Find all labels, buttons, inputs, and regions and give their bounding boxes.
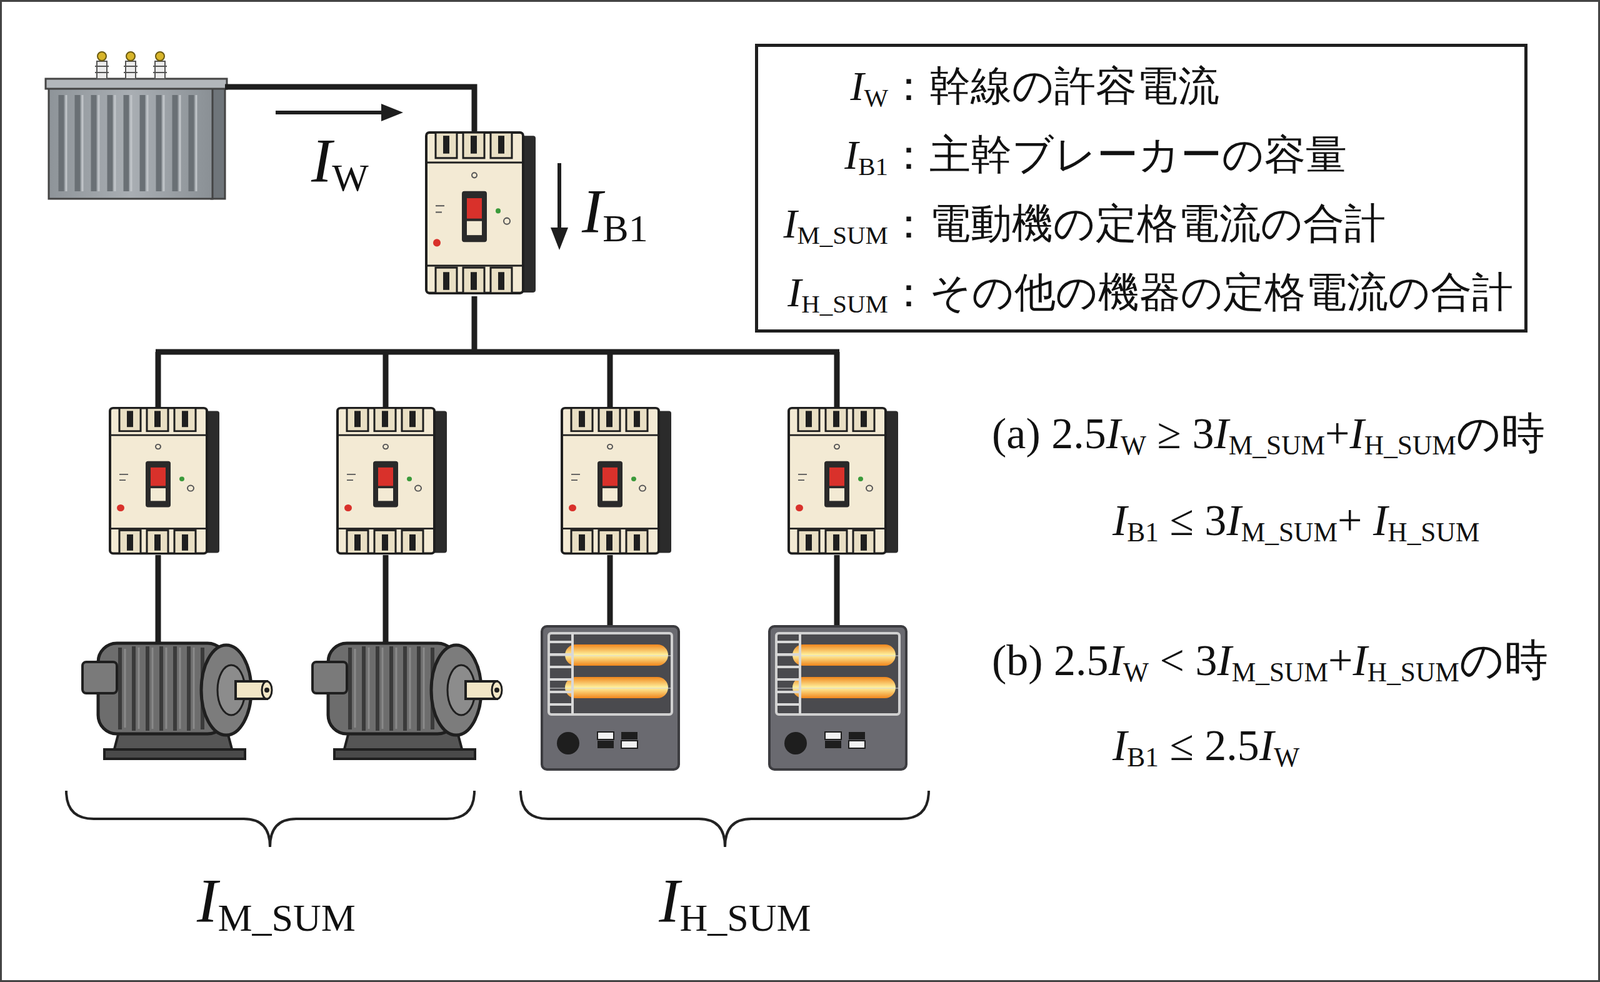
math-symbol: I <box>783 200 798 247</box>
math-subscript: W <box>1273 741 1300 772</box>
branch-wire <box>607 351 614 408</box>
definition-text: ：その他の機器の定格電流の合計 <box>888 268 1514 317</box>
math-symbol: I <box>311 125 332 195</box>
math-symbol: I <box>658 865 680 935</box>
condition-formula: IB1 ≤ 3IM_SUM+ IH_SUM <box>1112 498 1480 543</box>
heater <box>541 626 679 770</box>
bus-wire <box>155 349 840 355</box>
math-symbol: I <box>787 269 802 315</box>
motor <box>82 643 272 759</box>
definition-line: IH_SUM：その他の機器の定格電流の合計 <box>775 260 1525 330</box>
math-subscript: H_SUM <box>1367 656 1460 687</box>
definition-line: IW：幹線の許容電流 <box>775 54 1525 124</box>
symbol-term: IH_SUM <box>775 260 889 330</box>
wiring <box>155 86 840 645</box>
motor <box>312 643 502 759</box>
math-symbol: I <box>196 865 218 935</box>
branch-breaker <box>561 408 672 554</box>
symbol-term: IB1 <box>775 123 889 192</box>
math-subscript: B1 <box>602 206 648 250</box>
math-subscript: H_SUM <box>680 896 812 939</box>
math-symbol: I <box>1373 496 1388 545</box>
feeder-wire <box>225 86 475 133</box>
math-subscript: B1 <box>1126 516 1159 547</box>
math-subscript: M_SUM <box>1231 656 1329 687</box>
branch-wire <box>155 351 162 408</box>
math-subscript: W <box>1123 656 1149 687</box>
math-subscript: W <box>1120 430 1147 460</box>
math-symbol: I <box>1106 409 1121 458</box>
math-symbol: I <box>1108 636 1124 685</box>
math-subscript: W <box>863 83 889 112</box>
math-symbol: I <box>1112 721 1127 770</box>
definition-text: ：幹線の許容電流 <box>888 61 1220 110</box>
math-symbol: I <box>1226 496 1241 545</box>
math-symbol: I <box>1259 721 1274 770</box>
transformer <box>45 51 227 199</box>
definition-line: IM_SUM：電動機の定格電流の合計 <box>775 191 1525 261</box>
group-bracket <box>66 790 475 847</box>
current-symbol: IB1 <box>581 180 649 243</box>
math-symbol: I <box>1353 636 1368 685</box>
definition-text: ：主幹ブレーカーの容量 <box>888 130 1347 179</box>
condition-formula: (a) 2.5IW ≥ 3IM_SUM+IH_SUMの時 <box>991 411 1545 456</box>
math-subscript: M_SUM <box>1241 516 1338 547</box>
condition-formula: IB1 ≤ 2.5IW <box>1112 723 1300 768</box>
symbol-term: IM_SUM <box>775 191 889 261</box>
math-symbol: I <box>850 63 864 109</box>
math-subscript: B1 <box>1126 741 1159 772</box>
feeder-wire <box>471 296 478 352</box>
current-symbol: IH_SUM <box>603 869 867 932</box>
current-symbol: IW <box>311 129 369 192</box>
math-subscript: M_SUM <box>1228 430 1325 460</box>
condition-formula: (b) 2.5IW < 3IM_SUM+IH_SUMの時 <box>991 638 1549 683</box>
math-symbol: I <box>1350 409 1365 458</box>
math-symbol: I <box>844 131 859 178</box>
branch-breaker <box>788 408 899 554</box>
math-subscript: M_SUM <box>797 221 889 250</box>
branch-wire <box>834 351 840 408</box>
definition-box: IW：幹線の許容電流IB1：主幹ブレーカーの容量IM_SUM：電動機の定格電流の… <box>755 43 1528 333</box>
branch-breaker <box>337 408 447 554</box>
main-breaker <box>426 132 536 294</box>
load-wire <box>607 555 614 627</box>
heater <box>769 626 907 770</box>
math-subscript: B1 <box>858 152 889 181</box>
math-subscript: H_SUM <box>1364 430 1457 460</box>
group-bracket <box>520 790 929 847</box>
math-symbol: I <box>581 176 603 246</box>
load-wire <box>155 555 162 645</box>
branch-wire <box>383 351 389 408</box>
load-wire <box>834 555 840 627</box>
math-subscript: M_SUM <box>217 896 356 939</box>
current-arrow <box>550 163 569 250</box>
load-wire <box>383 555 389 645</box>
math-symbol: I <box>1216 636 1232 685</box>
current-symbol: IM_SUM <box>145 869 408 932</box>
symbol-term: IW <box>775 54 889 124</box>
definition-line: IB1：主幹ブレーカーの容量 <box>775 123 1525 192</box>
math-subscript: H_SUM <box>801 290 889 319</box>
math-subscript: H_SUM <box>1387 516 1480 547</box>
math-symbol: I <box>1112 496 1127 545</box>
definition-text: ：電動機の定格電流の合計 <box>888 199 1386 248</box>
current-arrow <box>275 103 404 122</box>
math-symbol: I <box>1213 409 1229 458</box>
branch-breaker <box>110 408 220 554</box>
math-subscript: W <box>331 156 369 199</box>
